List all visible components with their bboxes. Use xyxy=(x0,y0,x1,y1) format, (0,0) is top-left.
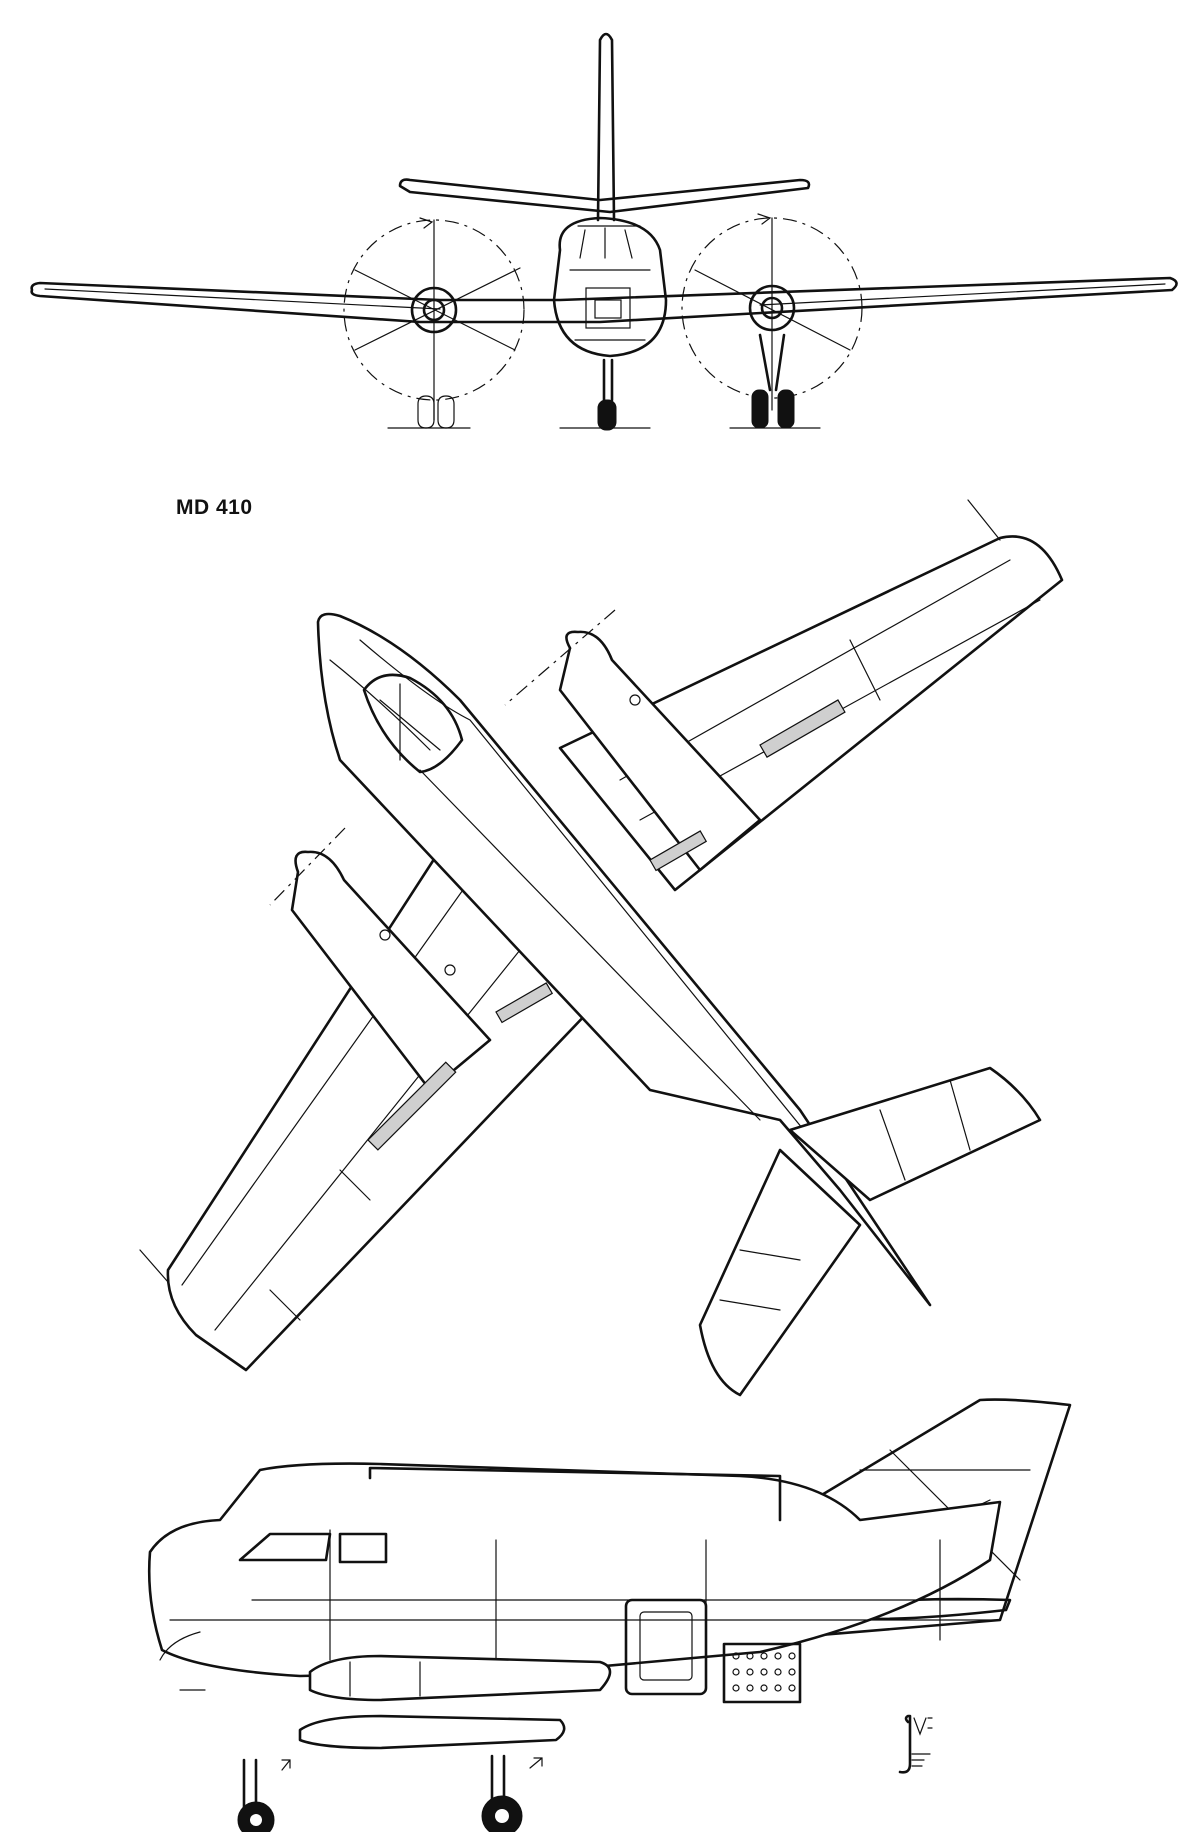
front-nose-panel xyxy=(585,287,631,329)
top-left-tailplane xyxy=(698,1148,862,1397)
top-fuselage xyxy=(316,612,932,1307)
top-panel-right-a xyxy=(759,699,846,758)
right-propeller-disc xyxy=(681,217,863,399)
front-right-wheel-b xyxy=(777,389,795,429)
top-nacelle-left xyxy=(290,850,492,1092)
left-rotation-arrow xyxy=(419,217,434,229)
side-view xyxy=(147,1398,1072,1832)
side-vent-grid xyxy=(722,1642,802,1704)
side-engine-pod xyxy=(308,1654,612,1702)
top-view xyxy=(139,499,1064,1397)
front-wing xyxy=(30,276,1178,324)
front-nose-wheel xyxy=(597,399,617,431)
front-right-wheel-a xyxy=(751,389,769,429)
front-tailplane xyxy=(398,178,811,214)
right-rotation-arrow xyxy=(757,213,772,225)
side-dorsal-fairing xyxy=(368,1466,782,1522)
top-canopy xyxy=(362,673,464,774)
top-left-wing xyxy=(166,848,592,1372)
front-view xyxy=(30,32,1178,431)
top-nacelle-right xyxy=(558,630,762,872)
left-propeller-disc xyxy=(343,219,525,401)
front-fuselage xyxy=(552,216,668,358)
aircraft-designation: MD 410 xyxy=(176,496,253,519)
top-right-tailplane xyxy=(788,1066,1042,1202)
side-arrow-b xyxy=(529,1757,543,1769)
side-door xyxy=(624,1598,708,1696)
top-panel-left-a xyxy=(367,1061,457,1151)
side-arrow-a xyxy=(281,1759,291,1771)
side-lower-fairing xyxy=(298,1714,566,1750)
illustrator-signature xyxy=(898,1714,933,1774)
side-window xyxy=(338,1532,388,1564)
front-fin xyxy=(596,32,616,222)
